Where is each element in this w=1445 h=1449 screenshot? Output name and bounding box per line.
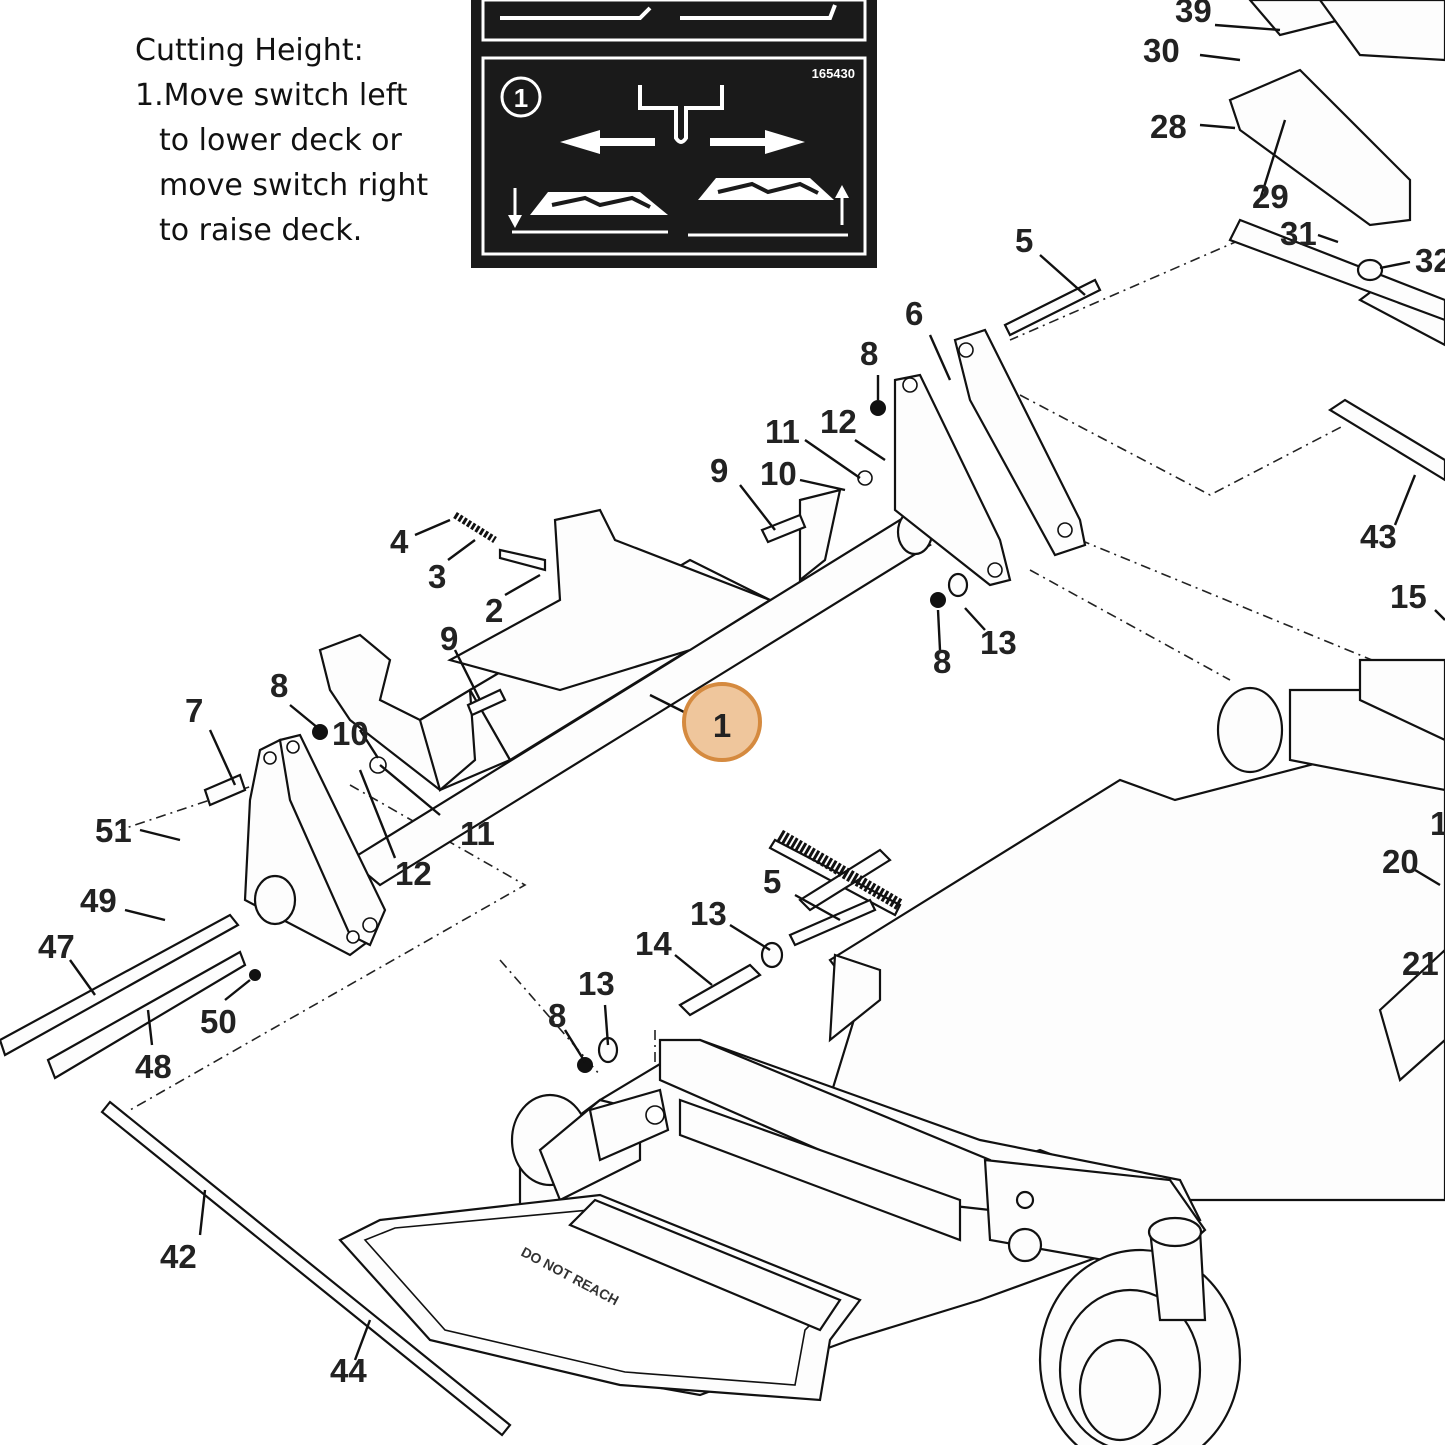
- callout-label: 9: [710, 452, 728, 489]
- height-switch-decal: 1 165430: [471, 0, 877, 268]
- callout-label: 51: [95, 812, 132, 849]
- callout-label: 28: [1150, 108, 1187, 145]
- callout-label: 10: [760, 455, 797, 492]
- mower-deck: DO NOT REACH: [338, 658, 1445, 1449]
- right-pivot-plate: [893, 328, 1087, 587]
- callout-label: 29: [1252, 178, 1289, 215]
- callout-label: 5: [763, 863, 781, 900]
- callout-numbers: 39 30 28 29 31 32 5 6 8 11 12 9 10 4 3 2…: [38, 0, 1445, 1389]
- instructions-line: to lower deck or: [159, 123, 402, 158]
- highlight-marker[interactable]: [682, 682, 762, 762]
- callout-label: 31: [1280, 215, 1317, 252]
- callout-label: 49: [80, 882, 117, 919]
- callout-label: 8: [933, 643, 951, 680]
- callout-label: 20: [1382, 843, 1419, 880]
- callout-label: 42: [160, 1238, 197, 1275]
- callout-label: 8: [548, 997, 566, 1034]
- callout-label: 21: [1402, 945, 1439, 982]
- callout-label: 2: [485, 592, 503, 629]
- arrow-left-icon: [560, 130, 655, 154]
- callout-label: 14: [635, 925, 672, 962]
- callout-label: 13: [690, 895, 727, 932]
- callout-label: 8: [270, 667, 288, 704]
- callout-label: 3: [428, 558, 446, 595]
- callout-label: 50: [200, 1003, 237, 1040]
- callout-label: 30: [1143, 32, 1180, 69]
- lift-shaft-assembly: [318, 488, 934, 917]
- callout-label: 11: [460, 815, 495, 852]
- highlight-label: 1: [713, 707, 731, 744]
- instructions-step-1: 1.Move switch left: [135, 73, 455, 118]
- callout-label: 13: [578, 965, 615, 1002]
- caster-wheel-right: [1038, 1216, 1242, 1449]
- caster-wheel-left: [510, 1088, 670, 1202]
- callout-label: 1: [1430, 805, 1445, 842]
- decal-code: 165430: [812, 66, 855, 81]
- instructions-step-number: 1.: [135, 78, 164, 113]
- instructions-line: move switch right: [159, 168, 429, 203]
- callout-label: 32: [1415, 242, 1445, 279]
- arrow-right-icon: [710, 130, 805, 154]
- deck-lower-icon: [508, 188, 668, 234]
- instructions-title: Cutting Height:: [135, 33, 364, 68]
- callout-label: 13: [980, 624, 1017, 661]
- callout-label: 15: [1390, 578, 1427, 615]
- switch-slot-icon: [638, 85, 724, 144]
- callout-label: 44: [330, 1352, 367, 1389]
- callout-label: 9: [440, 620, 458, 657]
- callout-label: 47: [38, 928, 75, 965]
- instructions-line: Move switch left: [163, 78, 408, 113]
- callout-label: 43: [1360, 518, 1397, 555]
- callout-label: 7: [185, 692, 203, 729]
- discharge-chute: DO NOT REACH: [338, 1193, 862, 1402]
- callout-label: 4: [390, 523, 409, 560]
- decal-step-badge: 1: [514, 83, 528, 113]
- instructions-line: to raise deck.: [159, 213, 363, 248]
- leader-lines: [69, 23, 1445, 1361]
- left-pivot-plate: [243, 733, 387, 957]
- callout-label: 12: [820, 403, 857, 440]
- callout-label: 48: [135, 1048, 172, 1085]
- step-badge-icon: [500, 76, 542, 118]
- callout-label: 5: [1015, 222, 1033, 259]
- callout-label: 8: [860, 335, 878, 372]
- callout-label: 10: [332, 715, 369, 752]
- callout-label: 12: [395, 855, 432, 892]
- callout-label: 39: [1175, 0, 1212, 29]
- callout-label: 6: [905, 295, 923, 332]
- deck-raise-icon: [688, 178, 849, 237]
- callout-label: 11: [765, 413, 800, 450]
- cutting-height-instructions: Cutting Height: 1.Move switch left to lo…: [135, 28, 455, 253]
